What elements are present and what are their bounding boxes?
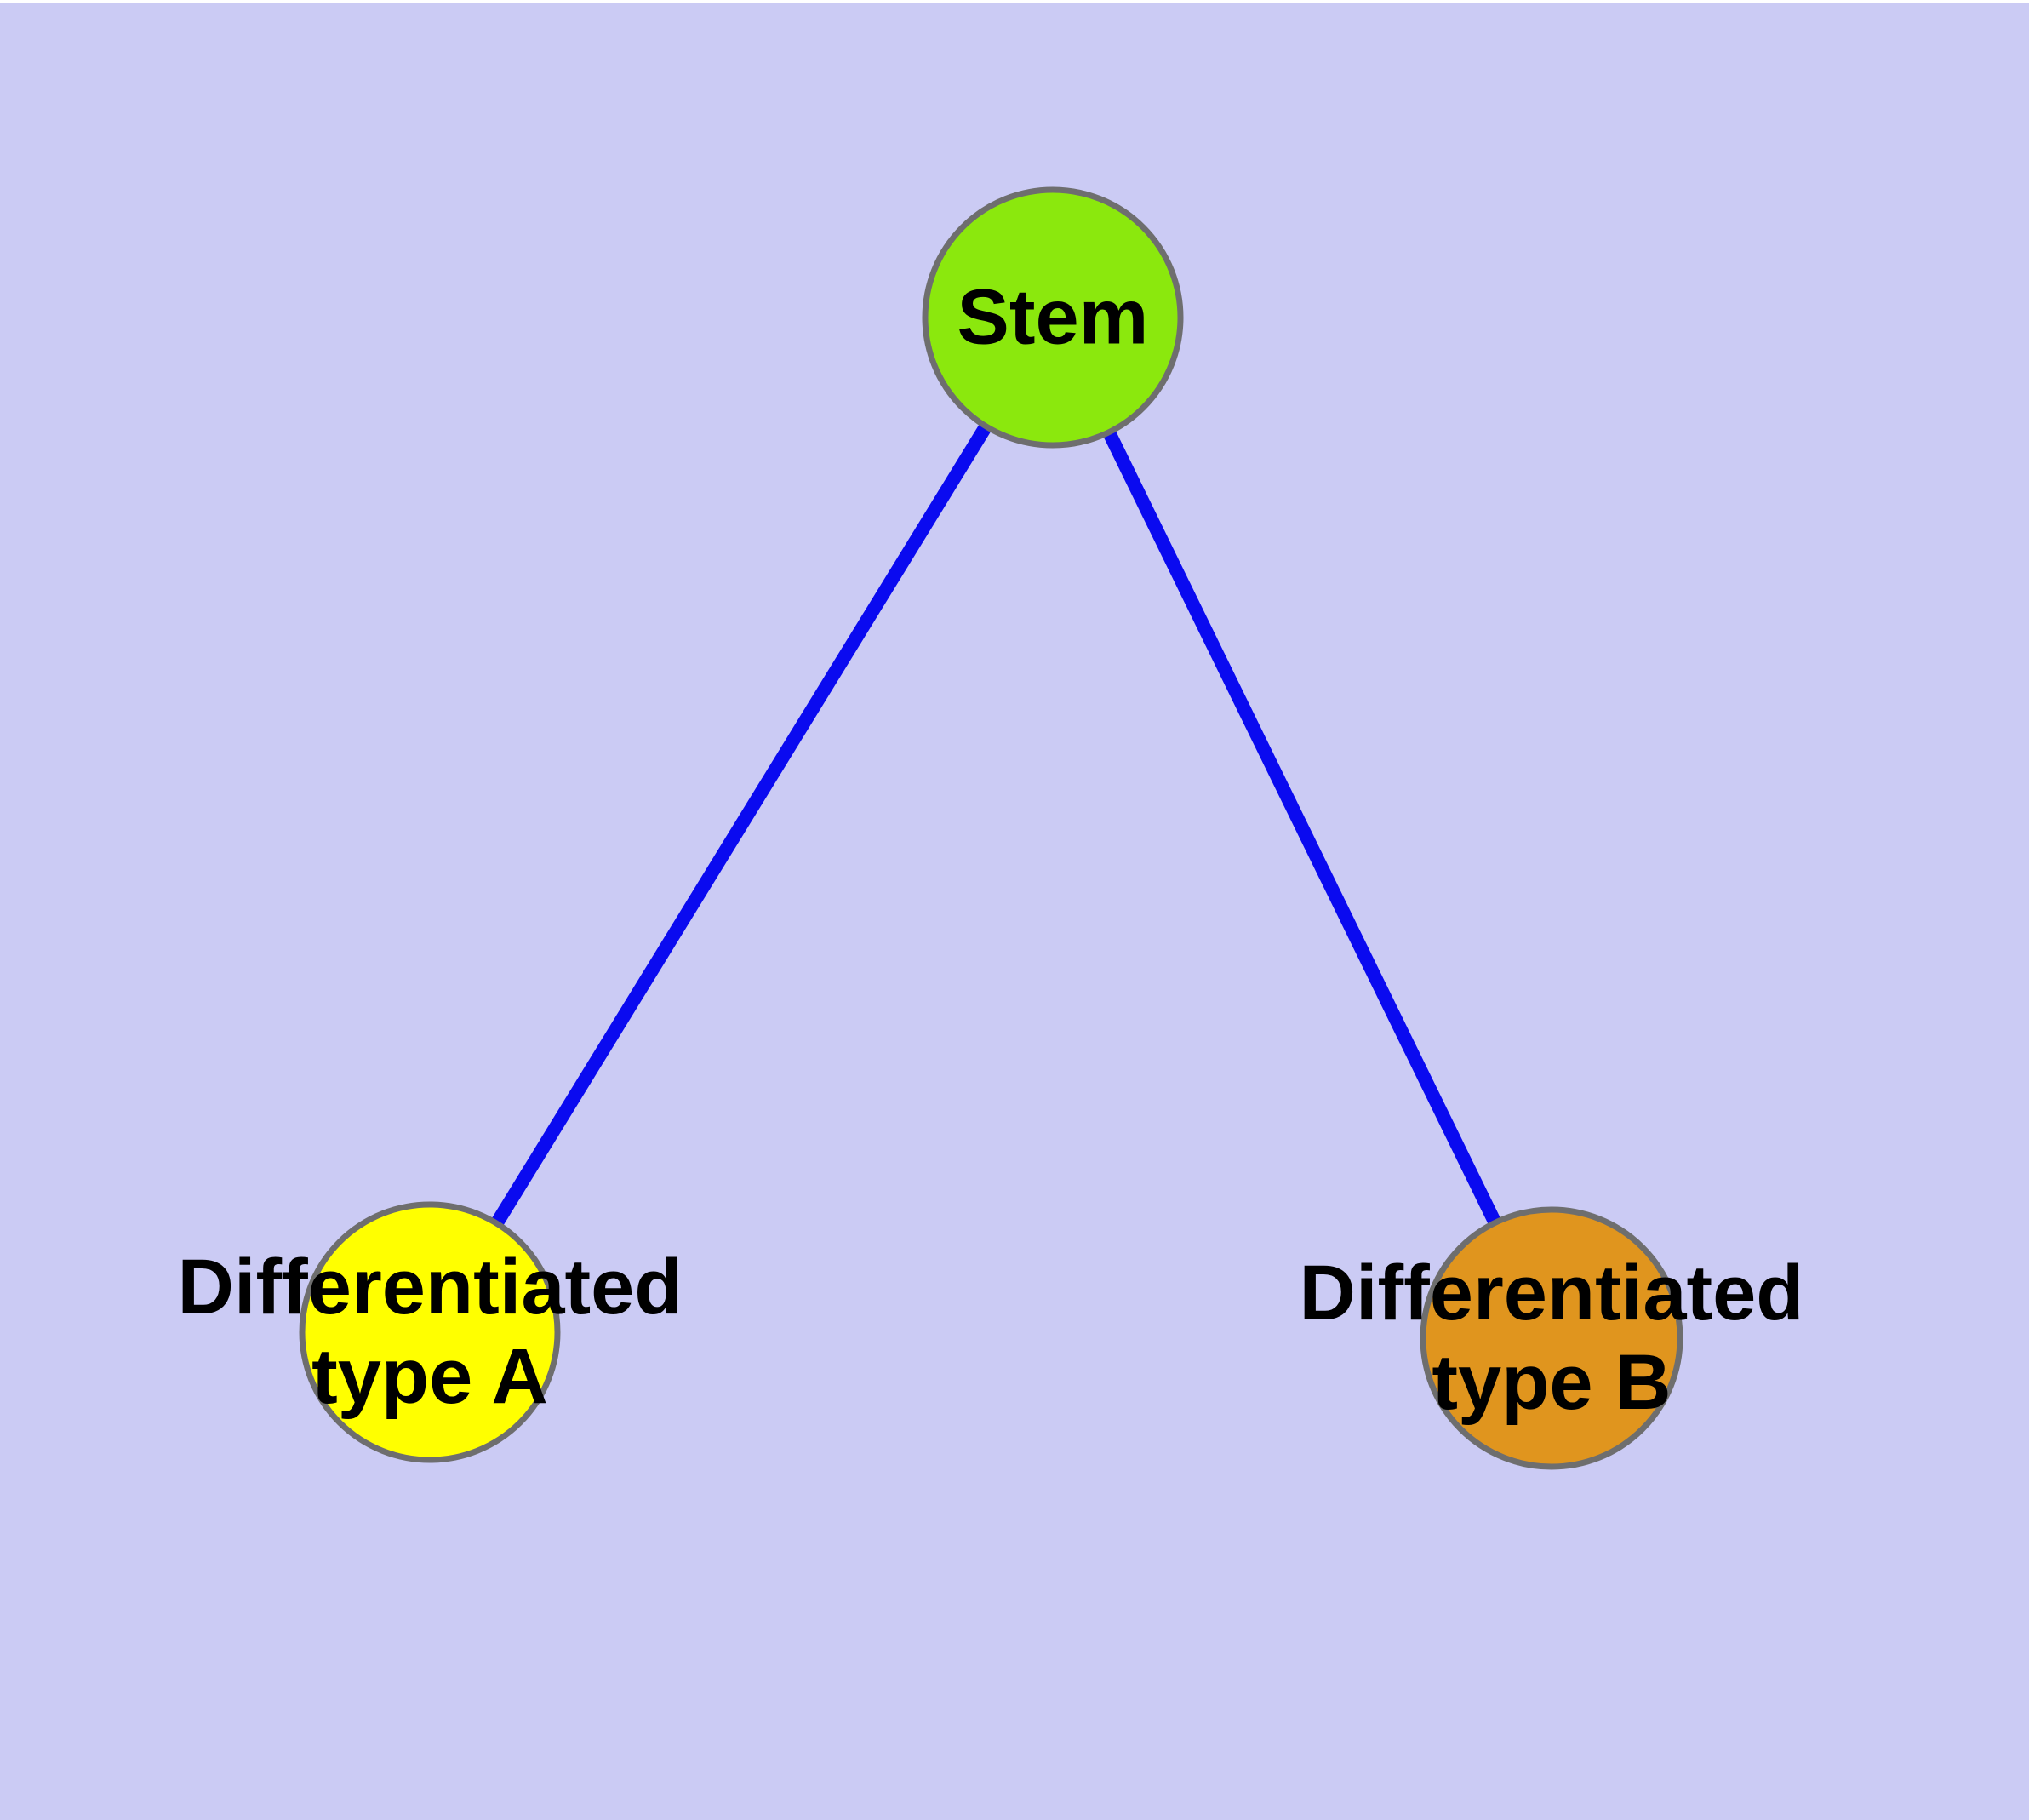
node-circle-type-b — [1420, 1206, 1683, 1470]
edge-stem-type-a — [424, 313, 1059, 1336]
edge-stem-type-b — [1046, 314, 1558, 1342]
node-circle-type-a — [299, 1201, 561, 1463]
node-circle-stem — [922, 186, 1184, 449]
